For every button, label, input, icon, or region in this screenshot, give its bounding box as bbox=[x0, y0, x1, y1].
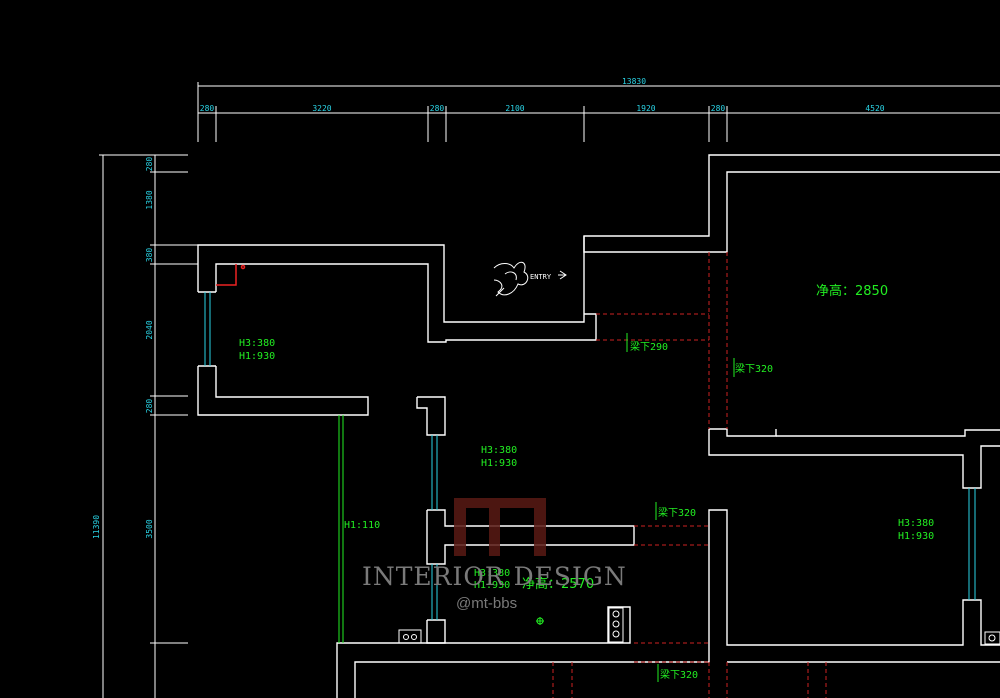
entry-arrow-icon bbox=[558, 270, 567, 280]
walls bbox=[197, 154, 1000, 698]
top-dimension-7: 4520 bbox=[865, 104, 884, 113]
top-dimension-6: 280 bbox=[711, 104, 726, 113]
floor-fixtures bbox=[398, 607, 1000, 645]
center-room-h1-label: H1:930 bbox=[481, 458, 517, 469]
beam-note-4: 梁下320 bbox=[660, 668, 698, 681]
top-dimension-group bbox=[197, 82, 1000, 142]
right-room-h3-label: H3:380 bbox=[898, 518, 934, 529]
left-dimension-6: 3500 bbox=[145, 519, 154, 538]
light-marker-icon bbox=[536, 617, 544, 625]
left-total-dimension: 11390 bbox=[92, 515, 101, 539]
windows bbox=[204, 292, 976, 620]
left-dimension-4: 2040 bbox=[145, 320, 154, 339]
left-room-h3-label: H3:380 bbox=[239, 338, 275, 349]
left-room-h1-label: H1:930 bbox=[239, 351, 275, 362]
entry-label: ENTRY bbox=[530, 273, 552, 281]
beam-lines bbox=[552, 252, 827, 698]
ceiling-height-lower: 净高：2570 bbox=[522, 576, 594, 592]
beam-note-1: 梁下290 bbox=[630, 340, 668, 353]
small-room-h1-label: H1:930 bbox=[474, 580, 510, 591]
top-total-dimension: 13830 bbox=[622, 77, 646, 86]
entry-figure-icon bbox=[493, 261, 529, 297]
left-dimension-1: 280 bbox=[145, 157, 154, 172]
left-dimension-3: 380 bbox=[145, 248, 154, 263]
top-dimension-2: 3220 bbox=[312, 104, 331, 113]
top-dimension-3: 280 bbox=[430, 104, 445, 113]
right-room-h1-label: H1:930 bbox=[898, 531, 934, 542]
watermark-logo bbox=[454, 498, 546, 556]
corridor-door bbox=[338, 415, 344, 643]
top-dimension-1: 280 bbox=[200, 104, 215, 113]
top-dimension-4: 2100 bbox=[505, 104, 524, 113]
beam-note-2: 梁下320 bbox=[735, 362, 773, 375]
small-room-h3-label: H3:380 bbox=[474, 568, 510, 579]
left-dimension-5: 280 bbox=[145, 399, 154, 414]
beam-note-3: 梁下320 bbox=[658, 506, 696, 519]
red-corner-marker bbox=[216, 264, 246, 286]
left-dimension-group bbox=[99, 154, 198, 698]
left-dimension-2: 1380 bbox=[145, 190, 154, 209]
ceiling-height-upper: 净高：2850 bbox=[816, 283, 888, 299]
beam-leaders bbox=[626, 333, 735, 682]
watermark-title: INTERIOR DESIGN bbox=[362, 562, 627, 591]
corridor-h1-label: H1:110 bbox=[344, 520, 380, 531]
center-room-h3-label: H3:380 bbox=[481, 445, 517, 456]
watermark-handle: @mt-bbs bbox=[456, 595, 517, 612]
top-dimension-5: 1920 bbox=[636, 104, 655, 113]
